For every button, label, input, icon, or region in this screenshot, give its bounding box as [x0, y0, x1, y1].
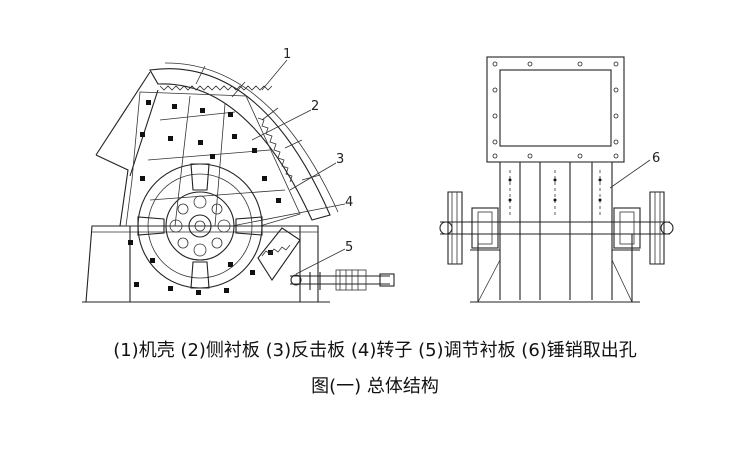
side-section-view [82, 62, 395, 303]
callout-6: 6 [652, 151, 660, 166]
callout-leaders [231, 59, 651, 275]
callout-3: 3 [336, 152, 344, 167]
adjusting-assembly [257, 227, 395, 291]
front-section-view [439, 56, 674, 303]
callout-2: 2 [311, 99, 319, 114]
figure-caption: 图(一) 总体结构 [311, 376, 439, 397]
liner-bolts [128, 100, 281, 295]
callout-numbers: 1 2 3 4 5 6 [283, 47, 660, 255]
side-liner-plate [125, 91, 301, 227]
hammer-pin-holes [509, 170, 601, 215]
rotor-hammers [137, 163, 263, 289]
callout-4: 4 [345, 195, 353, 210]
right-pulley [613, 191, 674, 265]
casing-outline [149, 68, 331, 221]
parts-legend: (1)机壳 (2)侧衬板 (3)反击板 (4)转子 (5)调节衬板 (6)锤销取… [113, 340, 637, 361]
left-pulley [439, 191, 499, 265]
impact-liner [159, 85, 273, 91]
callout-5: 5 [345, 240, 353, 255]
main-shaft [440, 221, 670, 235]
rotor [137, 163, 263, 289]
callout-1: 1 [283, 47, 291, 62]
